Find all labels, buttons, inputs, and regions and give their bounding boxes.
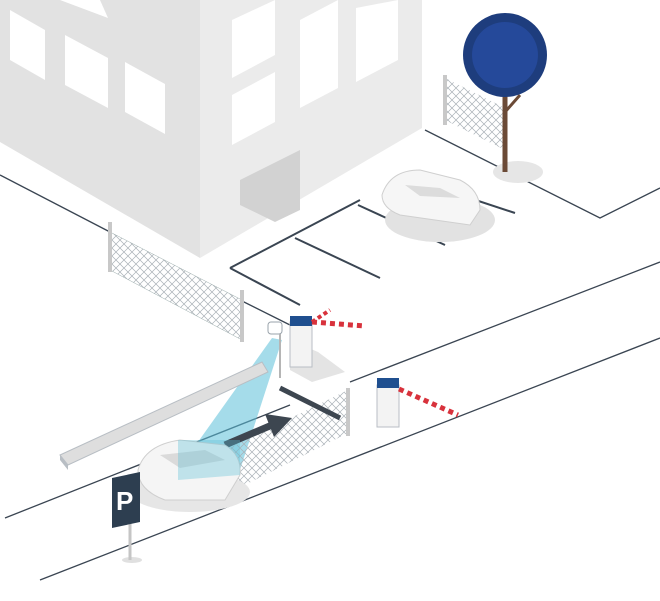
fence-left [108, 222, 244, 342]
building-windows [10, 0, 398, 145]
fence-tree [443, 75, 505, 150]
entering-car [130, 439, 250, 512]
parking-sign: P [112, 472, 142, 563]
ground-slab [59, 361, 269, 470]
parked-car [381, 169, 495, 242]
arrow-icon [223, 414, 292, 449]
exit-gate [376, 378, 460, 428]
tree [463, 13, 547, 183]
parking-sign-text: P [116, 486, 133, 516]
entry-gate [289, 308, 366, 382]
building [0, 0, 422, 258]
